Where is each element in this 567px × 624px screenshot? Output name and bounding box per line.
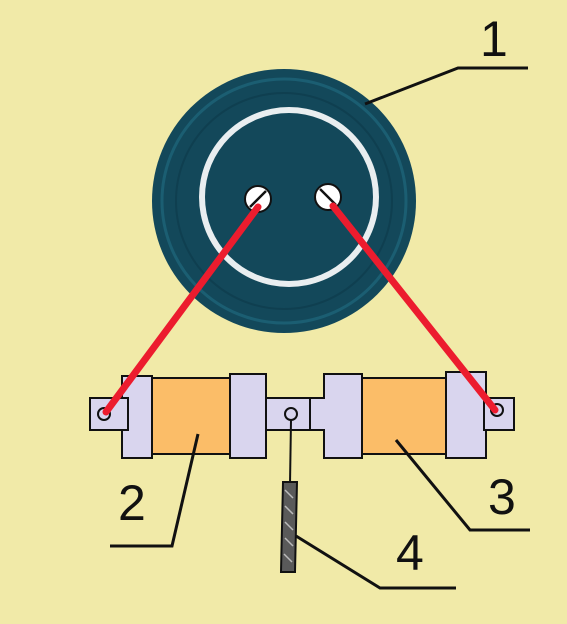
socket [152,69,416,333]
callout-2-label: 2 [118,475,146,531]
right-red-wire [329,202,499,414]
resistor-assembly [89,371,515,459]
center-tab-screw [284,407,298,421]
callout-3-label: 3 [488,469,516,525]
callout-1-label: 1 [480,11,508,67]
left-resistor-body [151,377,231,455]
right-inner-block [309,373,363,459]
socket-face [205,113,373,281]
left-red-wire [102,203,262,416]
callout-2-leader [110,433,200,548]
socket-groove [160,77,408,325]
braid-texture [283,489,294,563]
callout-4-label: 4 [396,525,424,581]
right-resistor-body [361,377,447,455]
right-outer-block [445,371,487,459]
callout-1-leader [364,66,528,106]
socket-inner-groove [175,92,393,310]
socket-screw-left [244,185,272,213]
ground-lead [279,419,299,573]
callout-3-leader [394,439,530,532]
callout-4-leader [295,534,456,590]
ground-wire [289,419,292,485]
